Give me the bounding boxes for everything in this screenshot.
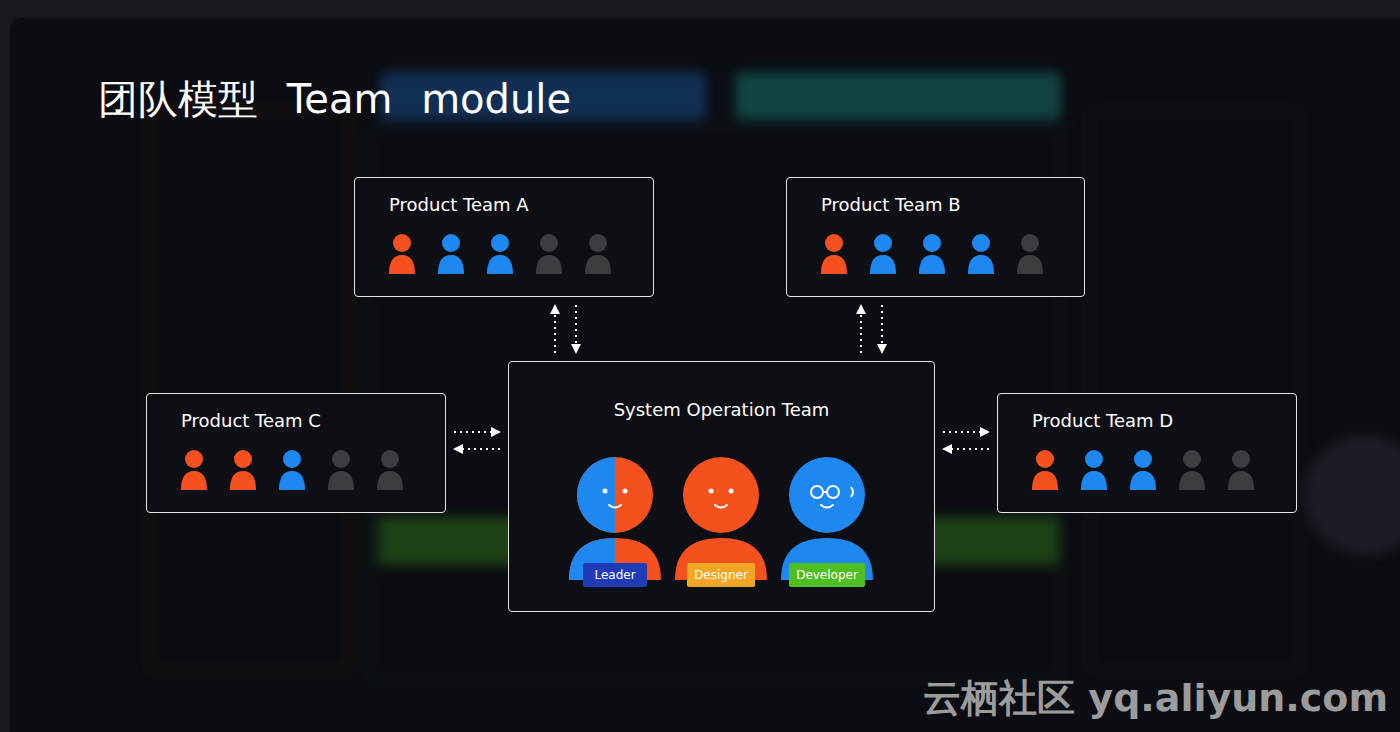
role-label: Leader [583, 563, 647, 587]
role-badge: Leader [583, 563, 647, 587]
dotted-arrow [881, 305, 883, 353]
leader-figure [569, 457, 661, 580]
dotted-arrow [454, 448, 500, 450]
dotted-arrow [943, 431, 989, 433]
dotted-arrow [454, 431, 500, 433]
role-badge: Designer [687, 563, 755, 587]
role-badge: Developer [789, 563, 865, 587]
product-team-box: Product Team C [146, 393, 446, 513]
role-label: Designer [687, 563, 755, 587]
dotted-arrow [575, 305, 577, 353]
system-team-box: System Operation TeamLeader Designer Devel… [508, 361, 935, 612]
product-team-box: Product Team B [786, 177, 1085, 297]
person-icons [820, 234, 1065, 274]
developer-figure [781, 457, 873, 580]
team-name: Product Team D [1032, 410, 1173, 431]
person-icons [180, 450, 425, 490]
product-team-box: Product Team D [997, 393, 1297, 513]
designer-figure [675, 457, 767, 580]
person-icons [388, 234, 633, 274]
person-icons [1031, 450, 1276, 490]
team-name: Product Team B [821, 194, 961, 215]
dotted-arrow [554, 305, 556, 353]
team-name: Product Team A [389, 194, 529, 215]
team-name: Product Team C [181, 410, 321, 431]
watermark: 云栖社区 yq.aliyun.com [923, 673, 1388, 724]
product-team-box: Product Team A [354, 177, 654, 297]
team-name: System Operation Team [509, 399, 934, 420]
diagram-title: 团队模型 Team module [98, 72, 571, 127]
dotted-arrow [860, 305, 862, 353]
role-label: Developer [789, 563, 865, 587]
dotted-arrow [943, 448, 989, 450]
